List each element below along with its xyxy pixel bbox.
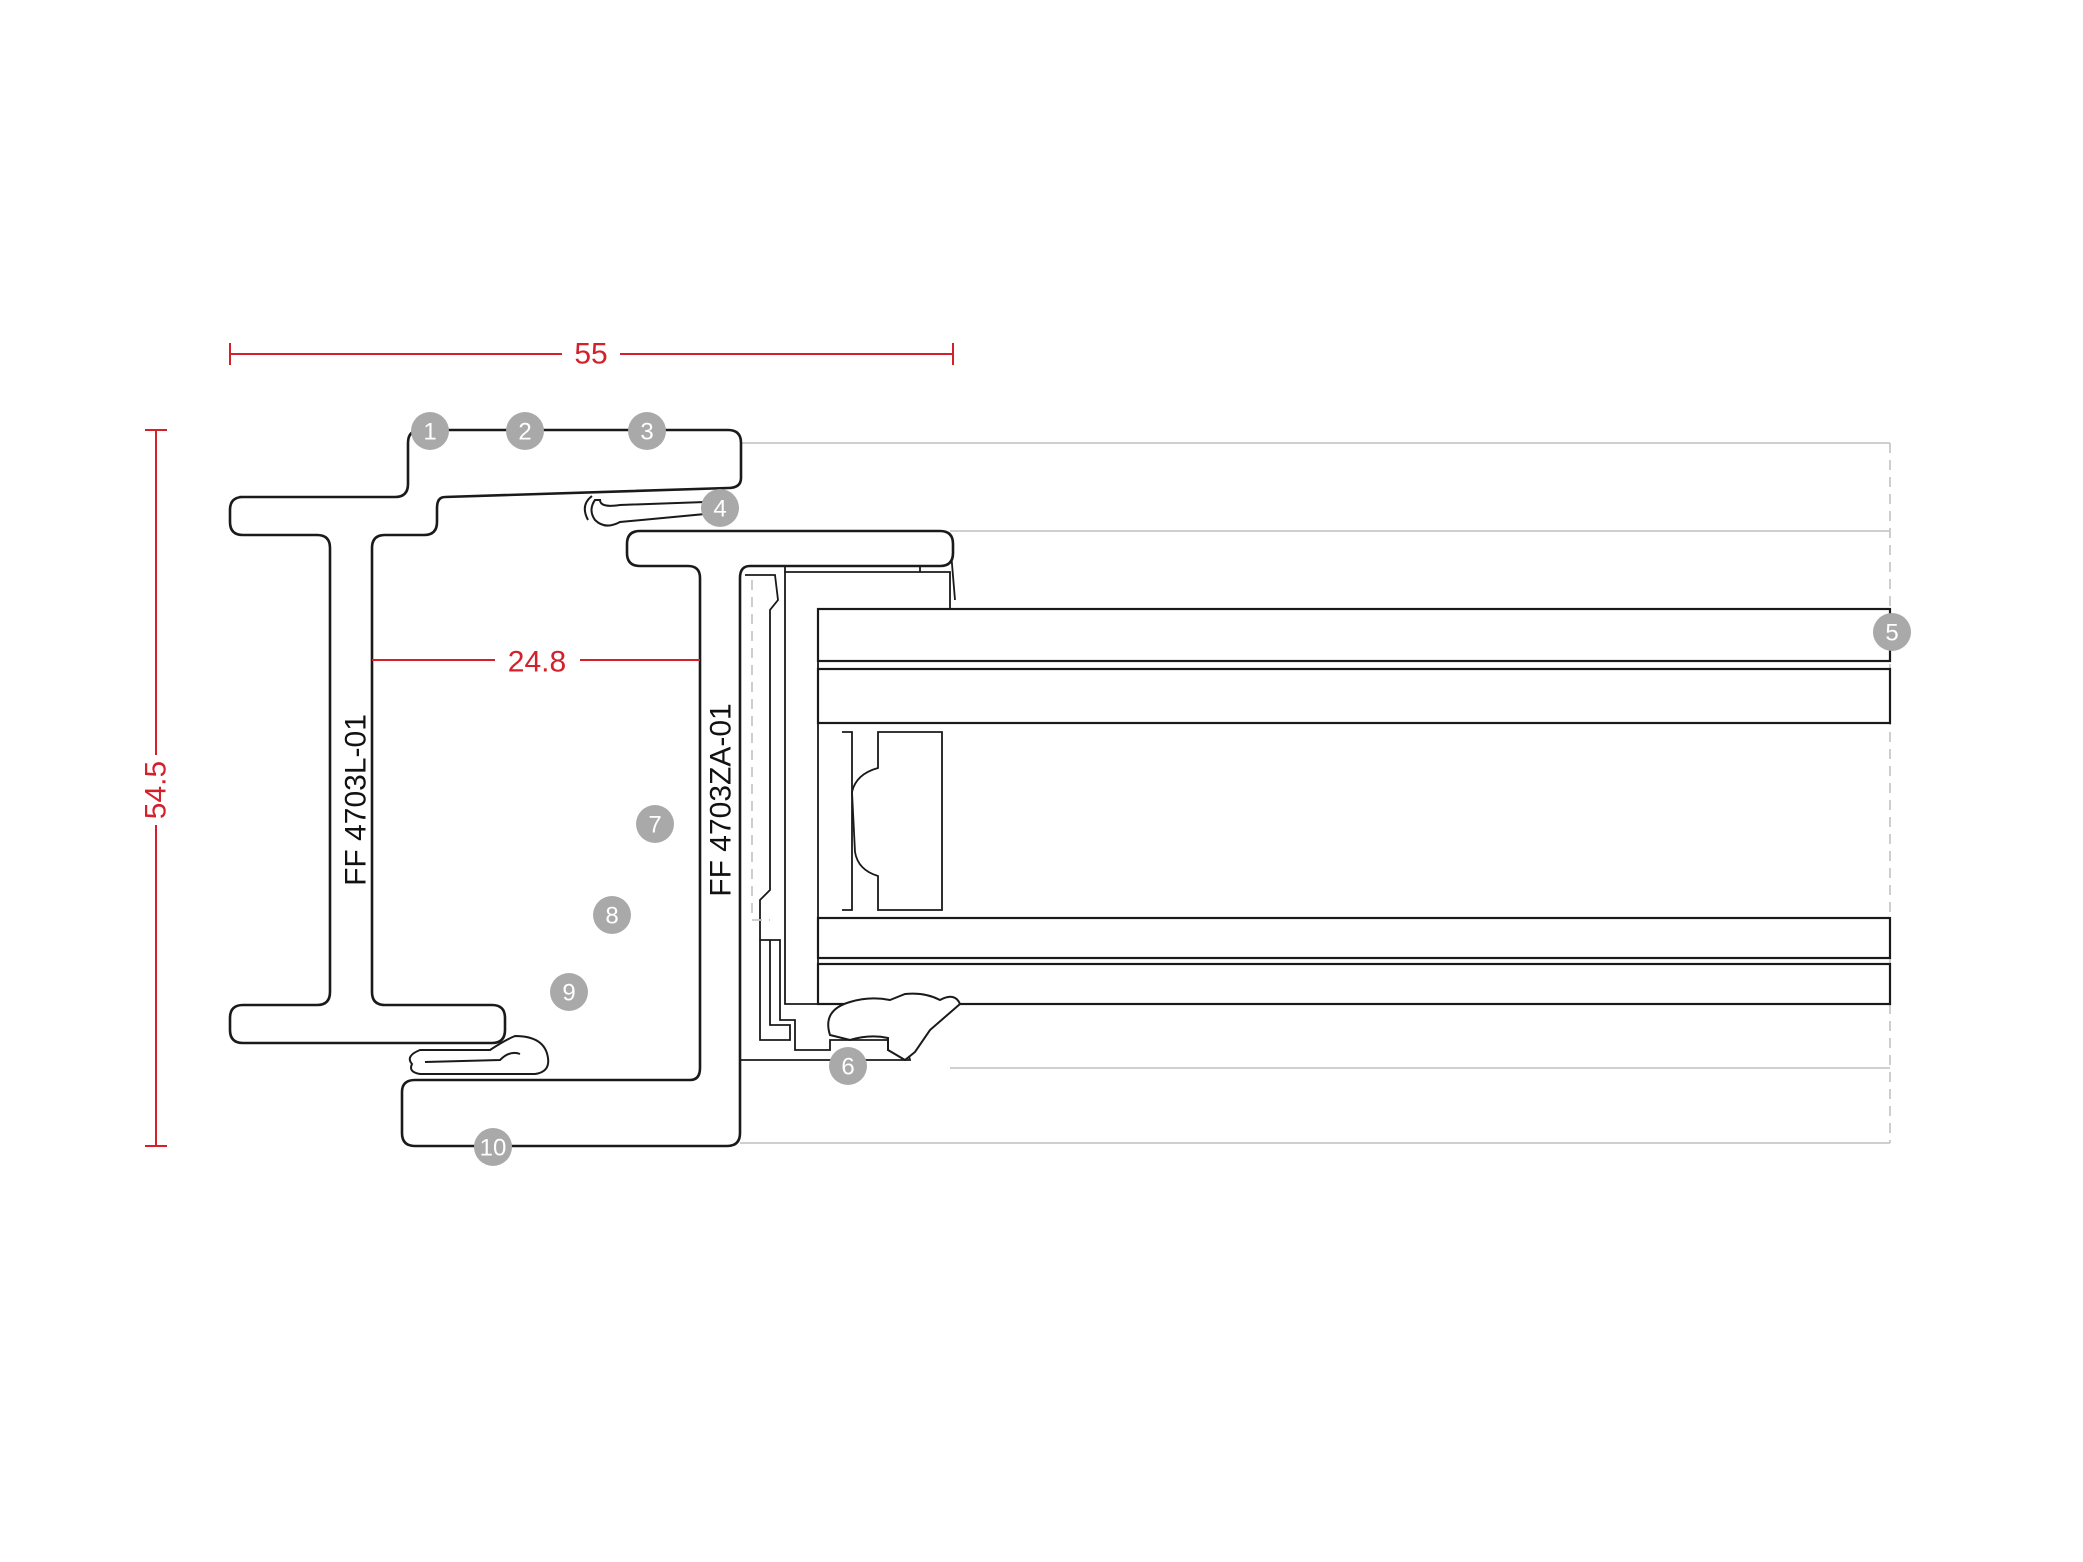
dimension-total-width: 55	[229, 338, 954, 371]
callout-4: 4	[701, 489, 739, 527]
callout-10: 10	[474, 1128, 512, 1166]
glazing-clip	[740, 574, 912, 1061]
gasket-4	[583, 495, 710, 527]
left-profile-label: FF 4703L-01	[340, 714, 373, 886]
glazing-unit	[816, 607, 1892, 1006]
svg-text:2: 2	[518, 419, 531, 446]
dimension-total-width-label: 55	[574, 338, 607, 371]
svg-text:5: 5	[1885, 620, 1898, 647]
callout-7: 7	[636, 805, 674, 843]
svg-text:7: 7	[648, 812, 661, 839]
svg-text:3: 3	[640, 419, 653, 446]
callout-1: 1	[411, 412, 449, 450]
dimension-inner-width-label: 24.8	[508, 646, 566, 679]
callout-6: 6	[829, 1047, 867, 1085]
dimension-inner-width: 24.8	[372, 646, 700, 679]
gasket-bottom	[408, 1034, 550, 1075]
svg-text:8: 8	[605, 903, 618, 930]
callout-8: 8	[593, 896, 631, 934]
ghost-frame-lines	[740, 442, 1891, 1144]
svg-text:6: 6	[841, 1054, 854, 1081]
callout-9: 9	[550, 973, 588, 1011]
svg-text:1: 1	[423, 419, 436, 446]
glazing-gasket-6	[827, 992, 962, 1062]
callout-5: 5	[1873, 613, 1911, 651]
callout-3: 3	[628, 412, 666, 450]
svg-text:10: 10	[480, 1135, 507, 1162]
svg-text:4: 4	[713, 496, 726, 523]
right-sash-profile	[400, 529, 955, 1148]
callout-2: 2	[506, 412, 544, 450]
dimension-total-height: 54.5	[140, 429, 173, 1147]
right-profile-label: FF 4703ZA-01	[705, 703, 738, 896]
svg-text:9: 9	[562, 980, 575, 1007]
left-frame-profile	[228, 428, 743, 1045]
dimension-total-height-label: 54.5	[140, 761, 173, 819]
